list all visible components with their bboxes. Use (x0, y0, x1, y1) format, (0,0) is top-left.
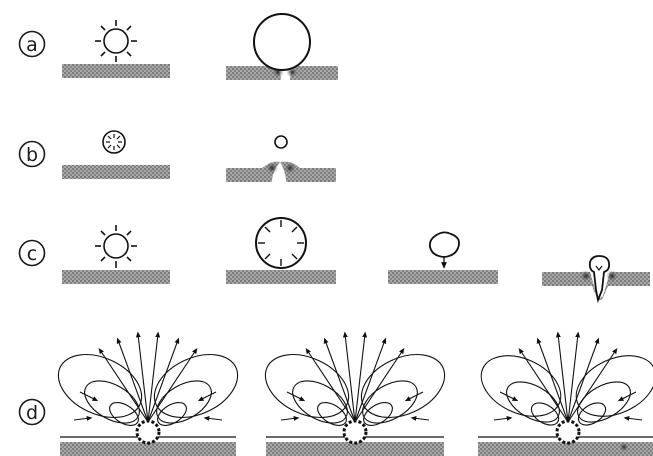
row-label-a: a (20, 32, 45, 57)
wall-c3 (388, 270, 498, 284)
row-label-a-text: a (26, 34, 38, 56)
expanding-bubble-c1 (95, 225, 137, 268)
row-c (62, 218, 650, 300)
collapsing-bubble-b1 (103, 131, 125, 153)
wall-c1 (62, 270, 170, 284)
row-label-d-text: d (26, 402, 38, 424)
wall-b1 (62, 165, 170, 179)
wall-a1 (62, 64, 170, 78)
jet-bubble-c3 (430, 232, 459, 266)
row-label-d: d (20, 400, 45, 425)
row-d (48, 334, 653, 456)
row-label-b: b (20, 142, 45, 167)
expanding-bubble-a1 (95, 20, 137, 62)
row-b (62, 131, 336, 182)
row-label-c: c (20, 241, 45, 266)
row-a (62, 14, 338, 80)
flow-panel-d1 (48, 334, 247, 456)
flow-panel-d3 (472, 334, 653, 456)
row-label-c-text: c (27, 243, 37, 265)
collapsing-bubble-c2 (256, 218, 306, 268)
flow-panel-d2 (255, 334, 454, 456)
small-bubble-b2 (275, 136, 287, 148)
row-label-b-text: b (26, 144, 38, 166)
wall-c2 (226, 270, 336, 284)
large-bubble-a2 (254, 14, 310, 70)
wall-b2 (226, 162, 336, 182)
jet-impact-bubble-c4 (590, 256, 609, 300)
